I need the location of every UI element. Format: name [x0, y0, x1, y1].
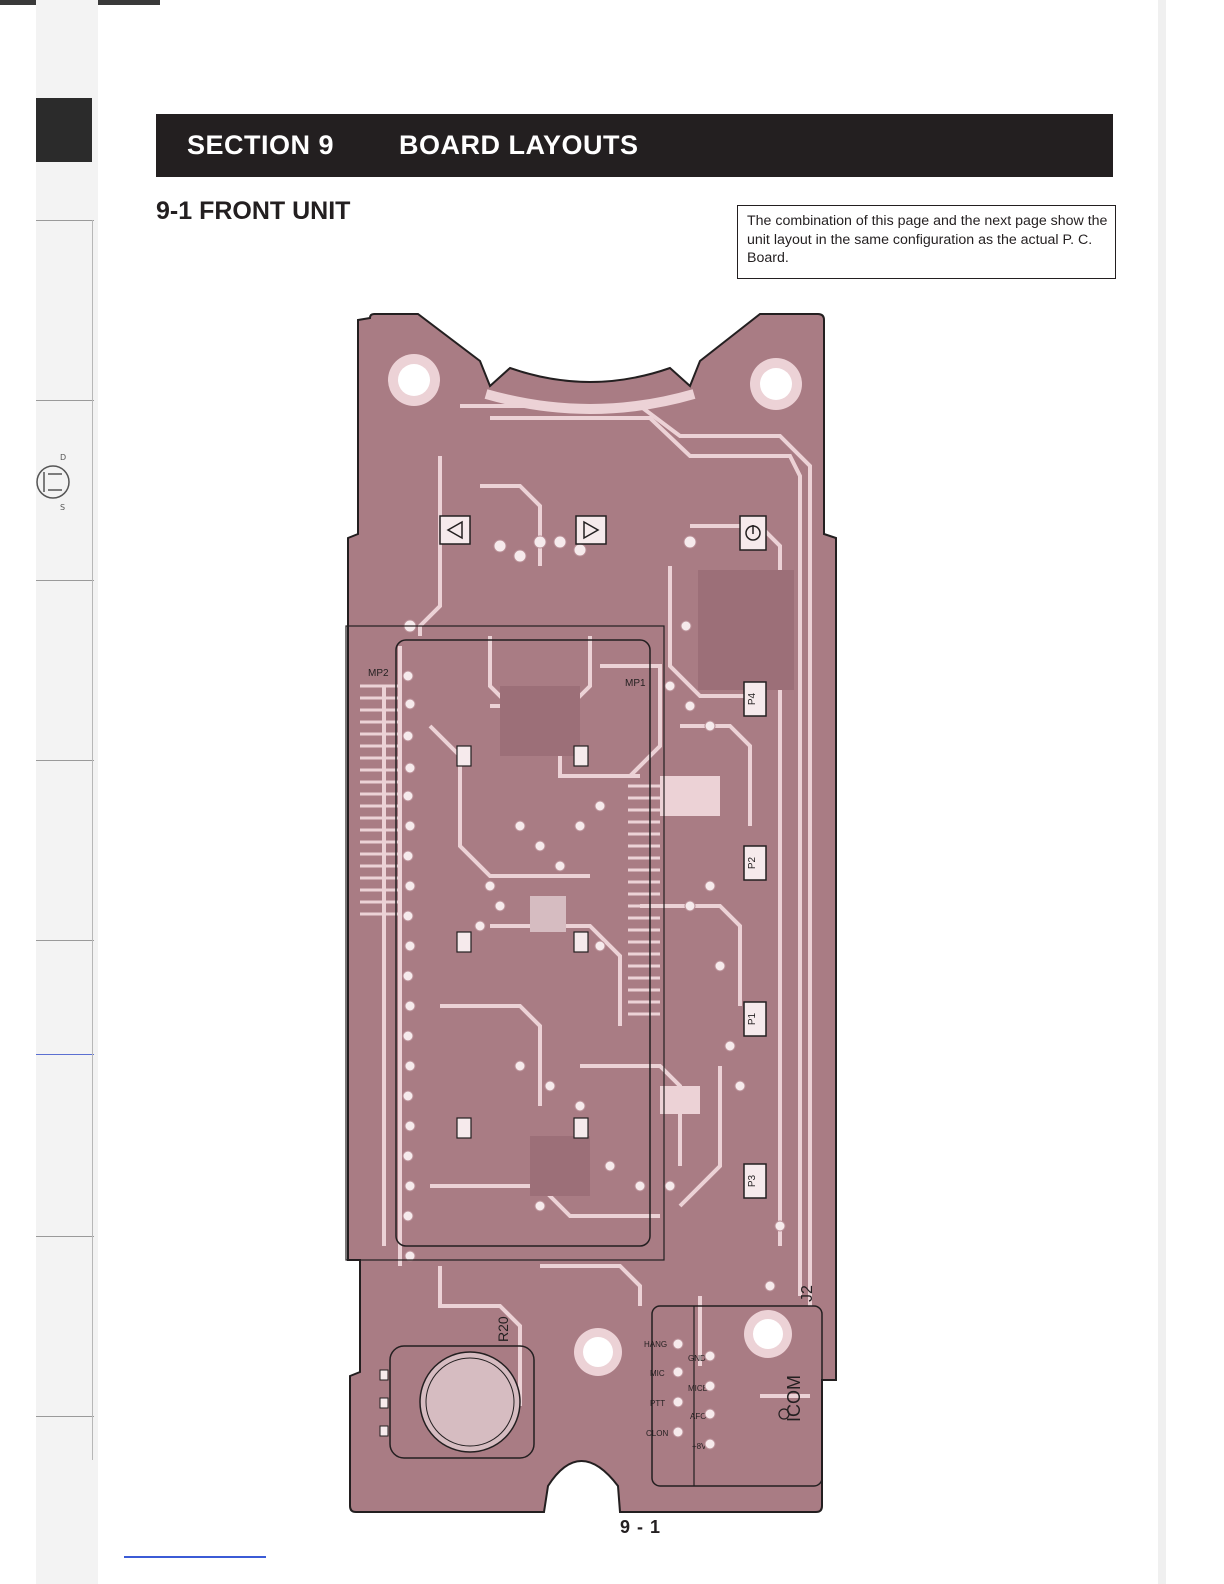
- section-header: SECTION 9 BOARD LAYOUTS: [156, 114, 1113, 177]
- ref-j2: J2: [799, 1285, 816, 1302]
- page-number: 9 - 1: [620, 1517, 661, 1538]
- spine-rule: [36, 940, 94, 941]
- pad-label-p2: P2: [747, 856, 758, 869]
- layout-note-box: The combination of this page and the nex…: [737, 205, 1116, 279]
- section-title: BOARD LAYOUTS: [399, 130, 639, 161]
- spine-rule: [36, 220, 94, 221]
- section-number: SECTION 9: [187, 130, 399, 161]
- brand-label: ICOM: [784, 1375, 804, 1422]
- spine-rule: [36, 760, 94, 761]
- transistor-symbol-icon: D S: [34, 452, 76, 512]
- pin-hang: HANG: [644, 1340, 667, 1349]
- spine-tab: [36, 98, 92, 162]
- pad-label-p1: P1: [747, 1012, 758, 1025]
- spine-divider: [92, 220, 93, 1460]
- pin-gnd: GND: [688, 1354, 706, 1363]
- spine-rule: [36, 400, 94, 401]
- pin-mic: MIC: [650, 1369, 665, 1378]
- pad-label-p3: P3: [747, 1174, 758, 1187]
- pin-clon: CLON: [646, 1429, 668, 1438]
- binding-spine: [36, 0, 98, 1584]
- pin-afo: AFO: [690, 1412, 706, 1421]
- svg-text:D: D: [60, 453, 66, 462]
- pcb-board-diagram: P4 P2 P1 P3 MP2 MP1 R20 J2 ICOM HANG MIC…: [340, 306, 850, 1526]
- spine-rule: [36, 1054, 94, 1055]
- subsection-title: 9-1 FRONT UNIT: [156, 197, 350, 226]
- svg-text:S: S: [60, 503, 65, 512]
- footer-rule: [124, 1556, 266, 1558]
- pin-ptt: PTT: [650, 1399, 665, 1408]
- page-edge-right: [1158, 0, 1166, 1584]
- layout-note-text: The combination of this page and the nex…: [747, 213, 1107, 266]
- ref-mp1: MP1: [625, 678, 646, 689]
- spine-rule: [36, 580, 94, 581]
- spine-rule: [36, 1416, 94, 1417]
- ref-mp2: MP2: [368, 668, 389, 679]
- spine-rule: [36, 1236, 94, 1237]
- ref-r20: R20: [495, 1316, 511, 1342]
- pad-label-p4: P4: [747, 692, 758, 705]
